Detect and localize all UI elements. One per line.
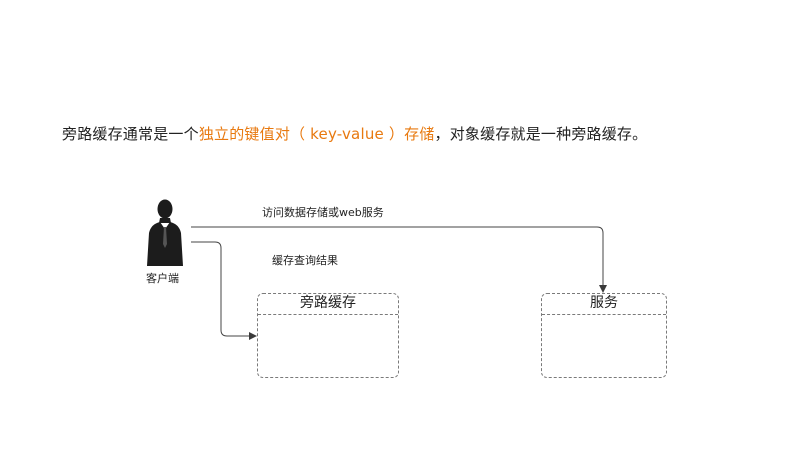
side-cache-title: 旁路缓存: [258, 294, 398, 315]
request-label: 访问数据存储或web服务: [262, 206, 384, 219]
headline-prefix: 旁路缓存通常是一个: [62, 125, 199, 143]
cache-query-label: 缓存查询结果: [272, 254, 338, 267]
side-cache-box: 旁路缓存: [257, 293, 399, 378]
client-label: 客户端: [146, 272, 179, 285]
request-arrow: [191, 226, 607, 293]
cache-query-arrow: [191, 241, 257, 340]
person-in-suit-icon: [147, 199, 183, 266]
headline-sentence: 旁路缓存通常是一个独立的键值对（ key-value ）存储，对象缓存就是一种旁…: [62, 124, 647, 144]
headline-highlight: 独立的键值对（ key-value ）存储: [198, 125, 435, 143]
service-box: 服务: [541, 293, 667, 378]
service-title: 服务: [542, 294, 666, 315]
headline-suffix: ，对象缓存就是一种旁路缓存。: [434, 125, 648, 143]
